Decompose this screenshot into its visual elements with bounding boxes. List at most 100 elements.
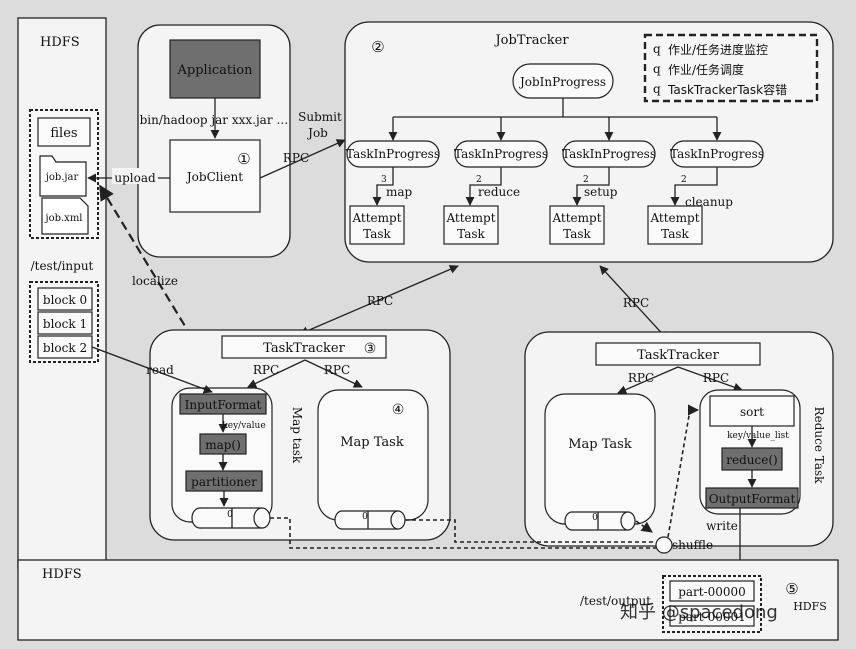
map-tasktracker-title: TaskTracker xyxy=(263,341,345,356)
block-2-label: block 2 xyxy=(43,341,87,355)
map-task-side-label: Map task xyxy=(290,407,304,464)
map-tt-number: ③ xyxy=(364,341,377,357)
map-task-2-partition-num: 0 xyxy=(362,512,368,522)
legend-bullet-3: q xyxy=(653,82,661,96)
job-label: Job xyxy=(306,126,328,140)
command-label: bin/hadoop jar xxx.jar … xyxy=(140,113,289,127)
read-label: read xyxy=(146,363,174,377)
rpc-client-label: RPC xyxy=(283,151,309,165)
attempt-1-line1: Attempt xyxy=(351,211,401,225)
files-box xyxy=(37,117,91,147)
block-0 xyxy=(37,287,93,311)
hdfs-bottom-title: HDFS xyxy=(42,567,82,582)
reduce-side-map-disk xyxy=(620,511,636,531)
edge-type-setup: setup xyxy=(584,185,618,199)
part-00001-label: part-00001 xyxy=(678,610,746,624)
reduce-task-side-label: Reduce Task xyxy=(812,407,826,485)
map-task-2-disk xyxy=(390,510,406,530)
tip-label-4: TaskInProgress xyxy=(670,147,764,161)
edge-count-1: 3 xyxy=(381,175,387,185)
map-output-disk xyxy=(253,507,271,529)
attempt-3-line2: Task xyxy=(563,227,591,241)
output-format-box xyxy=(705,487,799,509)
attempt-4-line2: Task xyxy=(661,227,689,241)
rpc-map-tt-label: RPC xyxy=(367,294,393,308)
reduce-side-partition-num: 0 xyxy=(592,513,598,523)
shuffle-merge-node xyxy=(655,536,673,554)
legend-item-2: 作业/任务调度 xyxy=(668,62,744,77)
edge-type-reduce: reduce xyxy=(478,185,520,199)
tip-label-1: TaskInProgress xyxy=(346,147,440,161)
job-in-progress-label: JobInProgress xyxy=(518,75,606,89)
output-format-label: OutputFormat xyxy=(709,492,796,506)
application-box xyxy=(169,39,261,99)
shuffle-label: shuffle xyxy=(672,538,713,552)
edge-count-3: 2 xyxy=(583,175,589,185)
sort-label: sort xyxy=(740,405,764,419)
part-00000-box xyxy=(669,580,755,602)
attempt-1-line2: Task xyxy=(363,227,391,241)
localize-label: localize xyxy=(132,274,178,288)
part-00001-box xyxy=(669,605,755,627)
key-value-label: key/value xyxy=(222,421,265,431)
reduce-function-label: reduce() xyxy=(726,453,777,467)
legend-bullet-1: q xyxy=(653,42,661,56)
upload-label: upload xyxy=(114,171,156,185)
rpc-map-task-2: RPC xyxy=(324,363,350,377)
rpc-reduce-1: RPC xyxy=(628,371,654,385)
tip-label-3: TaskInProgress xyxy=(562,147,656,161)
attempt-4-line1: Attempt xyxy=(649,211,699,225)
hdfs-output-number: ⑤ xyxy=(785,580,798,598)
edge-type-map: map xyxy=(386,185,413,199)
watermark: 知乎 @spacedong xyxy=(620,602,778,623)
client-number: ① xyxy=(237,150,250,168)
reduce-side-map-task xyxy=(544,393,656,525)
map-partition-num: 0 xyxy=(227,510,233,520)
jobtracker-title: JobTracker xyxy=(493,33,569,48)
map-task-2-number: ④ xyxy=(392,402,405,418)
job-xml-file-icon xyxy=(41,197,89,235)
attempt-3-line1: Attempt xyxy=(551,211,601,225)
map-function-label: map() xyxy=(205,438,241,452)
attempt-task-setup xyxy=(549,205,605,245)
submit-label: Submit xyxy=(298,110,342,124)
tip-label-2: TaskInProgress xyxy=(454,147,548,161)
block-1 xyxy=(37,311,93,335)
rpc-reduce-tt-label: RPC xyxy=(623,296,649,310)
reduce-side-map-task-label: Map Task xyxy=(568,437,632,452)
job-jar-folder-icon xyxy=(39,155,87,197)
job-jar-label: job.jar xyxy=(45,172,79,183)
hdfs-left-title: HDFS xyxy=(40,35,80,50)
output-path: /test/output xyxy=(580,594,651,608)
part-00000-label: part-00000 xyxy=(678,585,746,599)
attempt-task-reduce xyxy=(443,205,499,245)
map-tasktracker-box xyxy=(221,335,387,359)
attempt-2-line1: Attempt xyxy=(445,211,495,225)
hdfs-output-label: HDFS xyxy=(793,600,827,613)
legend-box xyxy=(643,33,819,103)
map-task-2 xyxy=(317,389,429,521)
rpc-map-task-1: RPC xyxy=(253,363,279,377)
reduce-tasktracker-title: TaskTracker xyxy=(637,348,719,363)
application-label: Application xyxy=(177,63,254,78)
reduce-tasktracker-box xyxy=(595,342,761,366)
input-path: /test/input xyxy=(31,259,94,273)
legend-bullet-2: q xyxy=(653,62,661,76)
key-value-list-label: key/value_list xyxy=(727,431,789,441)
files-label: files xyxy=(50,126,77,141)
job-xml-label: job.xml xyxy=(44,213,82,224)
attempt-task-cleanup xyxy=(647,205,703,245)
write-label: write xyxy=(706,519,738,533)
map-task-2-label: Map Task xyxy=(340,435,404,450)
edge-count-4: 2 xyxy=(681,175,687,185)
attempt-2-line2: Task xyxy=(457,227,485,241)
attempt-task-map xyxy=(349,205,405,245)
block-0-label: block 0 xyxy=(43,293,87,307)
edge-count-2: 2 xyxy=(476,175,482,185)
input-format-label: InputFormat xyxy=(185,398,262,412)
legend-item-3: TaskTrackerTask容错 xyxy=(667,82,787,97)
jobtracker-number: ② xyxy=(371,38,384,56)
legend-item-1: 作业/任务进度监控 xyxy=(668,42,768,57)
